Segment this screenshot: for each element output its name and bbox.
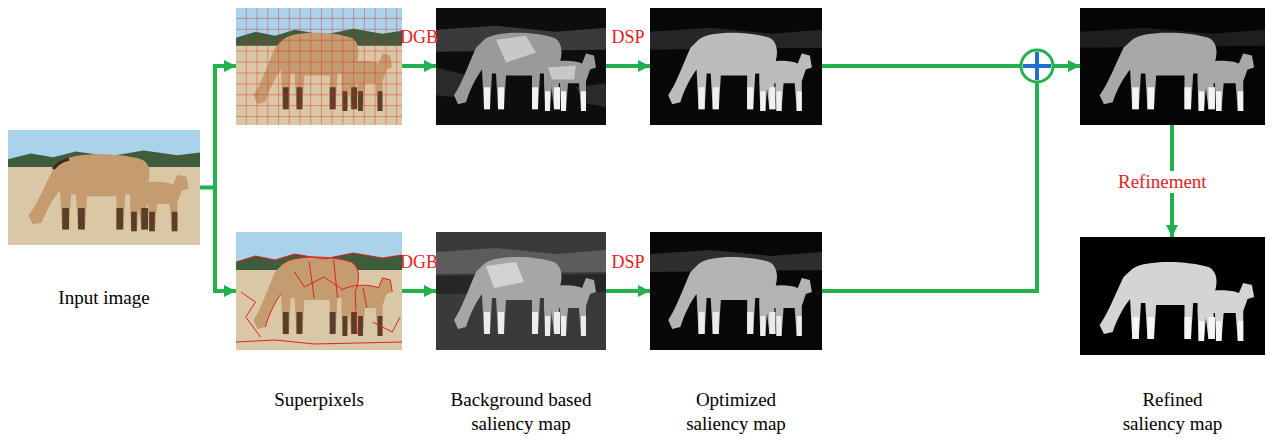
optimized-saliency-image bbox=[650, 232, 822, 350]
image-panel: Background based saliency map bbox=[436, 232, 606, 350]
step-label: Refinement bbox=[1118, 171, 1207, 193]
flow-arrow bbox=[606, 289, 650, 293]
panel-caption: Background based saliency map bbox=[446, 388, 596, 436]
background-saliency-image bbox=[436, 232, 606, 350]
image-panel: Input image bbox=[8, 130, 200, 245]
panel-caption: Input image bbox=[24, 286, 184, 310]
flow-arrow bbox=[1053, 64, 1080, 68]
input-photo bbox=[8, 130, 200, 245]
fused-saliency-image bbox=[1080, 8, 1265, 125]
panel-caption: Superpixels bbox=[239, 388, 399, 412]
refined-saliency-image bbox=[1080, 237, 1265, 355]
superpixel-contour-image bbox=[236, 232, 402, 350]
panel-caption: Refined saliency map bbox=[1113, 388, 1233, 436]
merge-line bbox=[822, 64, 1021, 68]
sum-symbol bbox=[1021, 50, 1053, 82]
superpixel-grid-image bbox=[236, 8, 402, 125]
step-label: DSP bbox=[611, 252, 644, 272]
flow-arrow bbox=[200, 188, 236, 292]
step-label: DSP bbox=[611, 27, 644, 47]
background-saliency-image bbox=[436, 8, 606, 125]
optimized-saliency-image bbox=[650, 8, 822, 125]
branch-arrow bbox=[215, 66, 236, 187]
step-label: DGB bbox=[400, 252, 438, 272]
flow-arrow bbox=[606, 64, 650, 68]
image-panel: Optimized saliency map bbox=[650, 232, 822, 350]
step-label: DGB bbox=[400, 27, 438, 47]
image-panel: Refined saliency map bbox=[1080, 237, 1265, 355]
image-panel: Superpixels bbox=[236, 232, 402, 350]
merge-line bbox=[822, 82, 1037, 291]
panel-caption: Optimized saliency map bbox=[676, 388, 796, 436]
flow-arrow bbox=[402, 64, 436, 68]
flow-arrow bbox=[402, 289, 436, 293]
